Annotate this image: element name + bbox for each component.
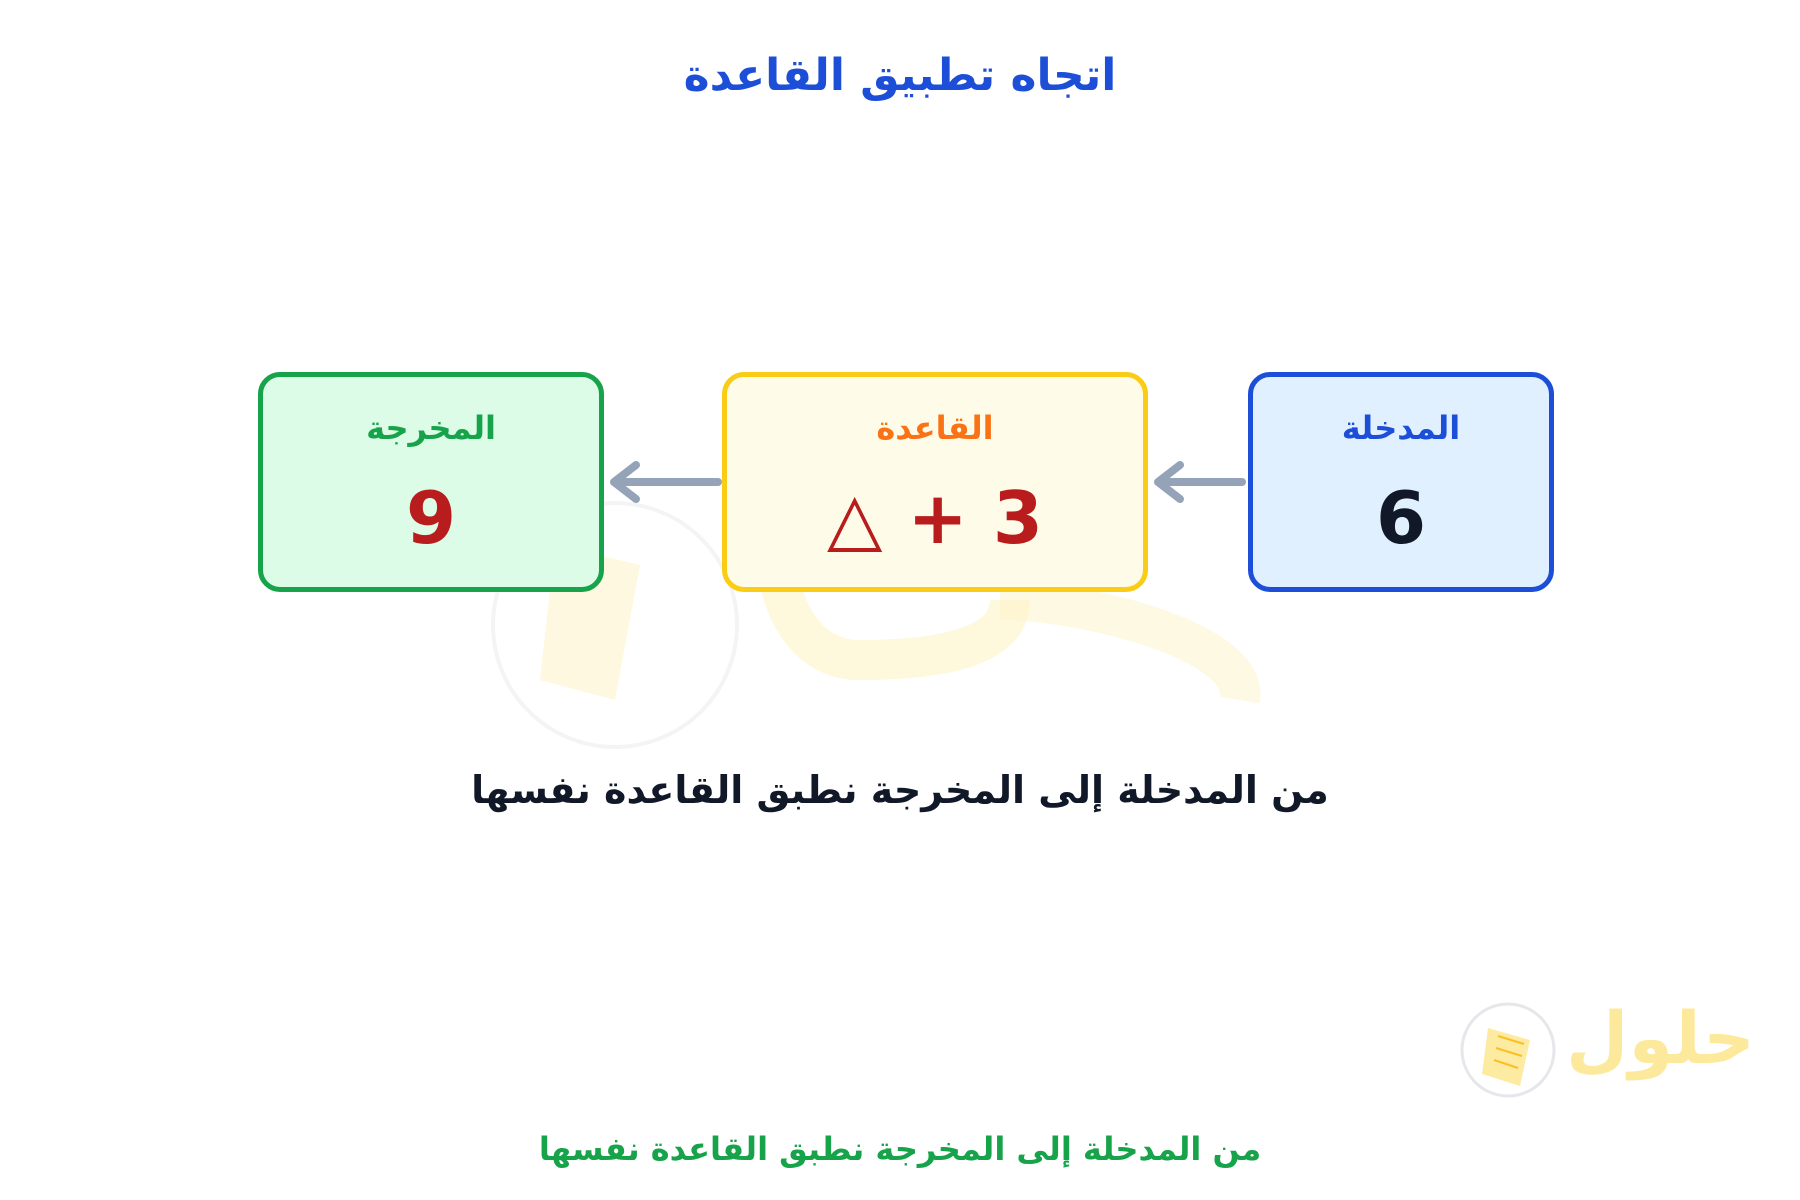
output-box: المخرجة 9 xyxy=(258,372,604,592)
footer-caption: من المدخلة إلى المخرجة نطبق القاعدة نفسه… xyxy=(538,1130,1262,1168)
input-value: 6 xyxy=(1375,476,1427,560)
arrow-to-rule-icon xyxy=(1154,461,1246,503)
rule-label: القاعدة xyxy=(876,409,994,447)
diagram-title: اتجاه تطبيق القاعدة xyxy=(683,50,1117,101)
output-value: 9 xyxy=(405,476,457,560)
input-box: المدخلة 6 xyxy=(1248,372,1554,592)
output-label: المخرجة xyxy=(366,409,496,447)
book-icon xyxy=(1460,1002,1556,1098)
rule-expression: △ + 3 xyxy=(827,476,1043,560)
arrow-to-output-icon xyxy=(610,461,722,503)
input-label: المدخلة xyxy=(1341,409,1461,447)
rule-box: القاعدة △ + 3 xyxy=(722,372,1148,592)
corner-logo-text: حلول xyxy=(1566,996,1755,1080)
corner-logo: حلول xyxy=(1458,988,1758,1108)
diagram-caption: من المدخلة إلى المخرجة نطبق القاعدة نفسه… xyxy=(471,768,1329,812)
